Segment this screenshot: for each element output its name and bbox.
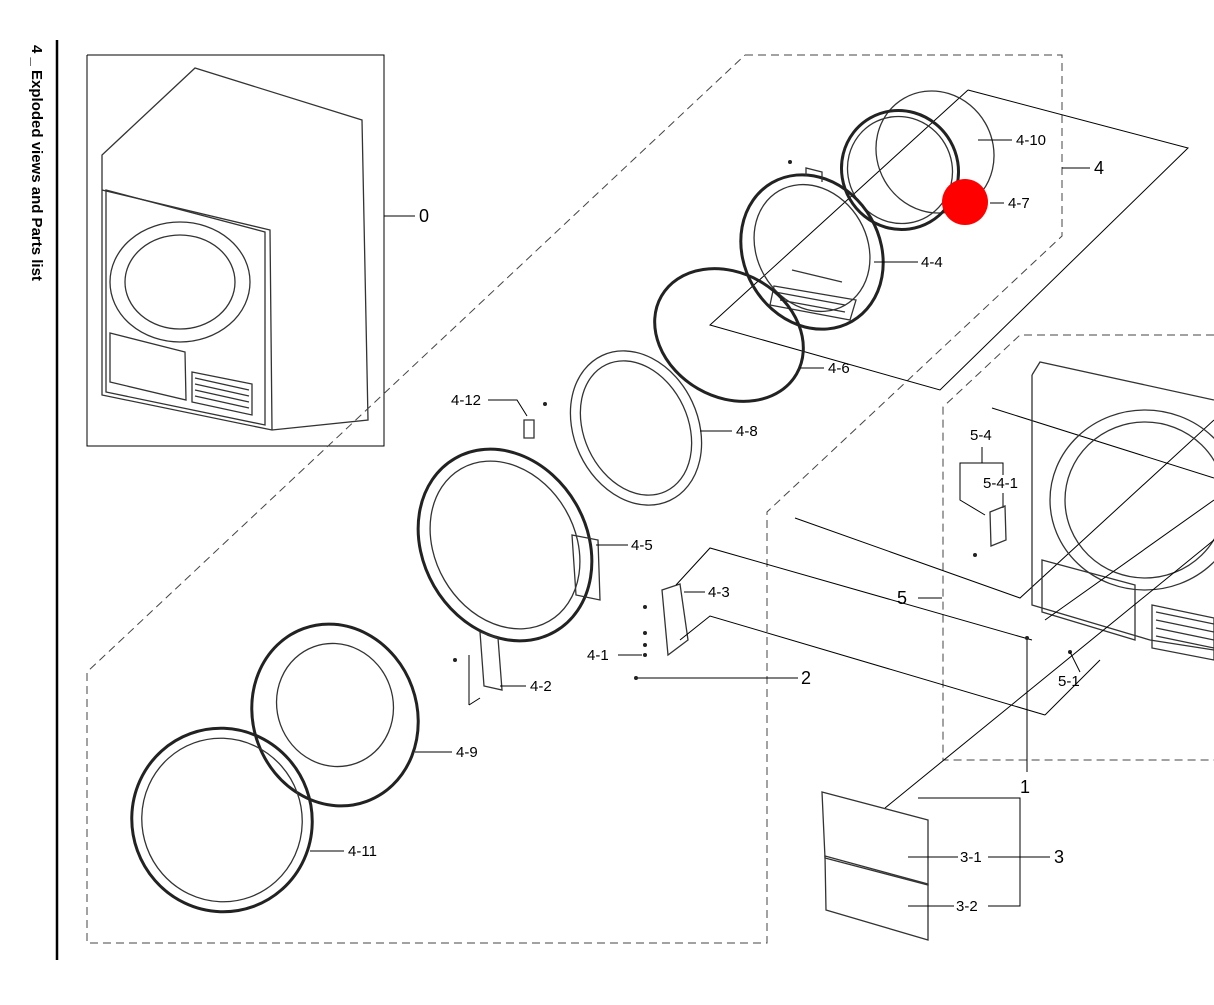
callout-5-4-1: 5-4-1 [983,475,1018,492]
highlight-marker [942,179,988,225]
callout-4-9: 4-9 [456,744,478,761]
callout-4-8: 4-8 [736,423,758,440]
callout-4-10: 4-10 [1016,132,1046,149]
callout-5: 5 [897,588,907,608]
part-3-labels: 3-1 3-2 3 [821,539,1214,941]
part-5-4-switch: 5-4 5-4-1 [959,427,1018,557]
callout-2: 2 [801,668,811,688]
callout-5-1: 5-1 [1058,673,1080,690]
callout-4-5: 4-5 [631,537,653,554]
part-4-2-hinge-plate: 4-2 [453,631,552,706]
callout-0: 0 [419,206,429,226]
callout-4-7: 4-7 [1008,195,1030,212]
callout-3-2: 3-2 [956,898,978,915]
section-title: 4 _ Exploded views and Parts list [28,45,45,281]
part-4-6-seal: 4-6 [653,267,850,403]
dryer-overview-group: 0 [86,54,429,447]
callout-5-4: 5-4 [970,427,992,444]
callout-4-1: 4-1 [587,647,609,664]
callout-3: 3 [1054,847,1064,867]
callout-1: 1 [1020,777,1030,797]
callout-4-11: 4-11 [348,843,377,860]
callout-4-4: 4-4 [921,254,943,271]
callout-3-1: 3-1 [960,849,982,866]
callout-4-2: 4-2 [530,678,552,695]
part-4-4-inner-frame: 4-4 [739,160,943,331]
part-4-11-ring: 4-11 [130,726,377,914]
part-4-5-outer-frame: 4-5 [416,447,653,643]
front-panel-boundary [942,334,1214,761]
callout-4: 4 [1094,158,1104,178]
part-4-3-hinge: 4-3 [643,583,730,657]
callout-4-3: 4-3 [708,584,730,601]
part-4-7-gasket: 4-7 [839,108,1030,232]
part-4-1-screws: 4-1 [587,643,647,664]
part-5-front-panel: 5 5-1 [794,361,1214,690]
callout-4-12: 4-12 [451,392,481,409]
door-assembly-boundary [86,54,1063,944]
callout-4-6: 4-6 [828,360,850,377]
part-4-12-latch: 4-12 [451,392,547,439]
part-2-hinge-group: 2 [634,547,1101,716]
part-4-8-trim: 4-8 [569,350,758,506]
part-4-9-cover: 4-9 [250,622,478,808]
part-1-screw: 1 [1020,636,1030,797]
